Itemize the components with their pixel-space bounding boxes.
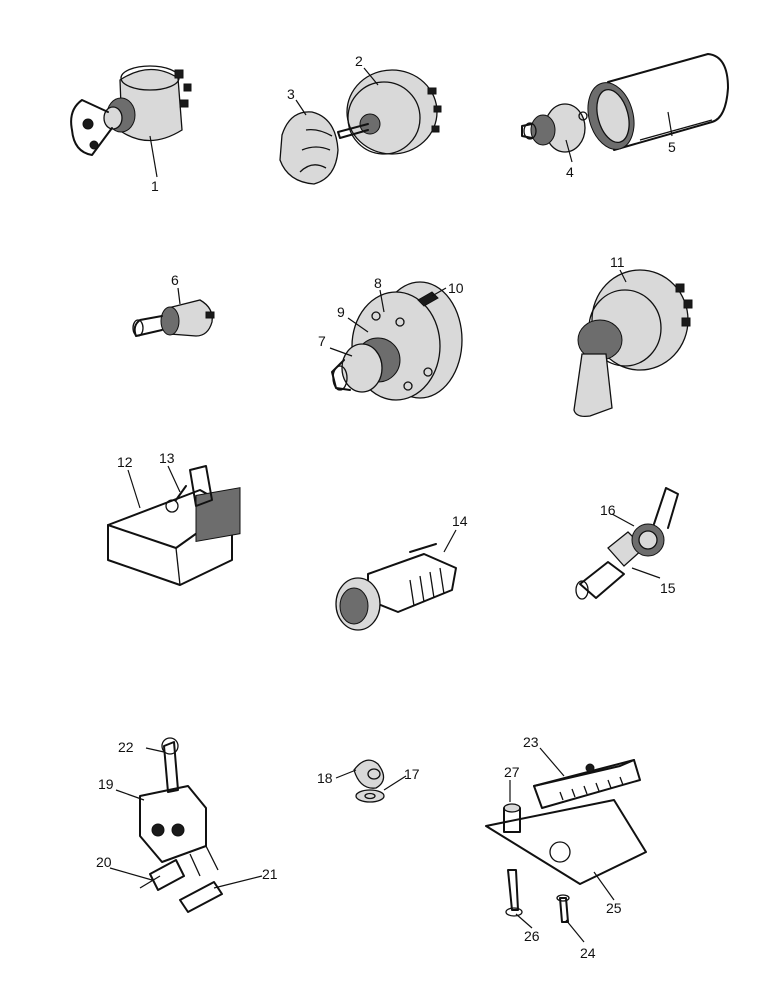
flanged-switch-assembly [331, 281, 463, 401]
callout-16: 16 [600, 502, 616, 518]
connector-block [139, 737, 223, 913]
callout-3: 3 [287, 86, 295, 102]
push-button-switch [335, 543, 457, 631]
callout-21: 21 [262, 866, 278, 882]
ignition-switch-with-key [70, 65, 192, 156]
lever-switch [573, 269, 693, 418]
callout-8: 8 [374, 275, 382, 291]
callout-15: 15 [660, 580, 676, 596]
callout-13: 13 [159, 450, 175, 466]
callout-7: 7 [318, 333, 326, 349]
relay-box [107, 465, 241, 586]
callout-19: 19 [98, 776, 114, 792]
callout-5: 5 [668, 139, 676, 155]
callout-10: 10 [448, 280, 464, 296]
callout-1: 1 [151, 178, 159, 194]
leader-lines [109, 67, 673, 943]
callout-2: 2 [355, 53, 363, 69]
rotary-switch [337, 69, 442, 155]
callout-14: 14 [452, 513, 468, 529]
pressure-switch [132, 299, 215, 337]
callout-6: 6 [171, 272, 179, 288]
callout-23: 23 [523, 734, 539, 750]
callout-9: 9 [337, 304, 345, 320]
fuse-box-bracket [485, 759, 647, 923]
callout-17: 17 [404, 766, 420, 782]
callout-18: 18 [317, 770, 333, 786]
callout-27: 27 [504, 764, 520, 780]
callout-labels: 1 2 3 4 5 6 7 8 9 10 11 12 13 14 15 16 1… [96, 53, 676, 961]
callout-22: 22 [118, 739, 134, 755]
cover-tube [587, 53, 729, 151]
callout-11: 11 [610, 254, 625, 270]
callout-20: 20 [96, 854, 112, 870]
callout-24: 24 [580, 945, 596, 961]
temperature-sender [575, 487, 679, 600]
callout-12: 12 [117, 454, 133, 470]
callout-25: 25 [606, 900, 622, 916]
cap-and-washer [353, 759, 385, 803]
knob [279, 111, 339, 185]
callout-26: 26 [524, 928, 540, 944]
callout-4: 4 [566, 164, 574, 180]
sender-unit [521, 103, 588, 153]
